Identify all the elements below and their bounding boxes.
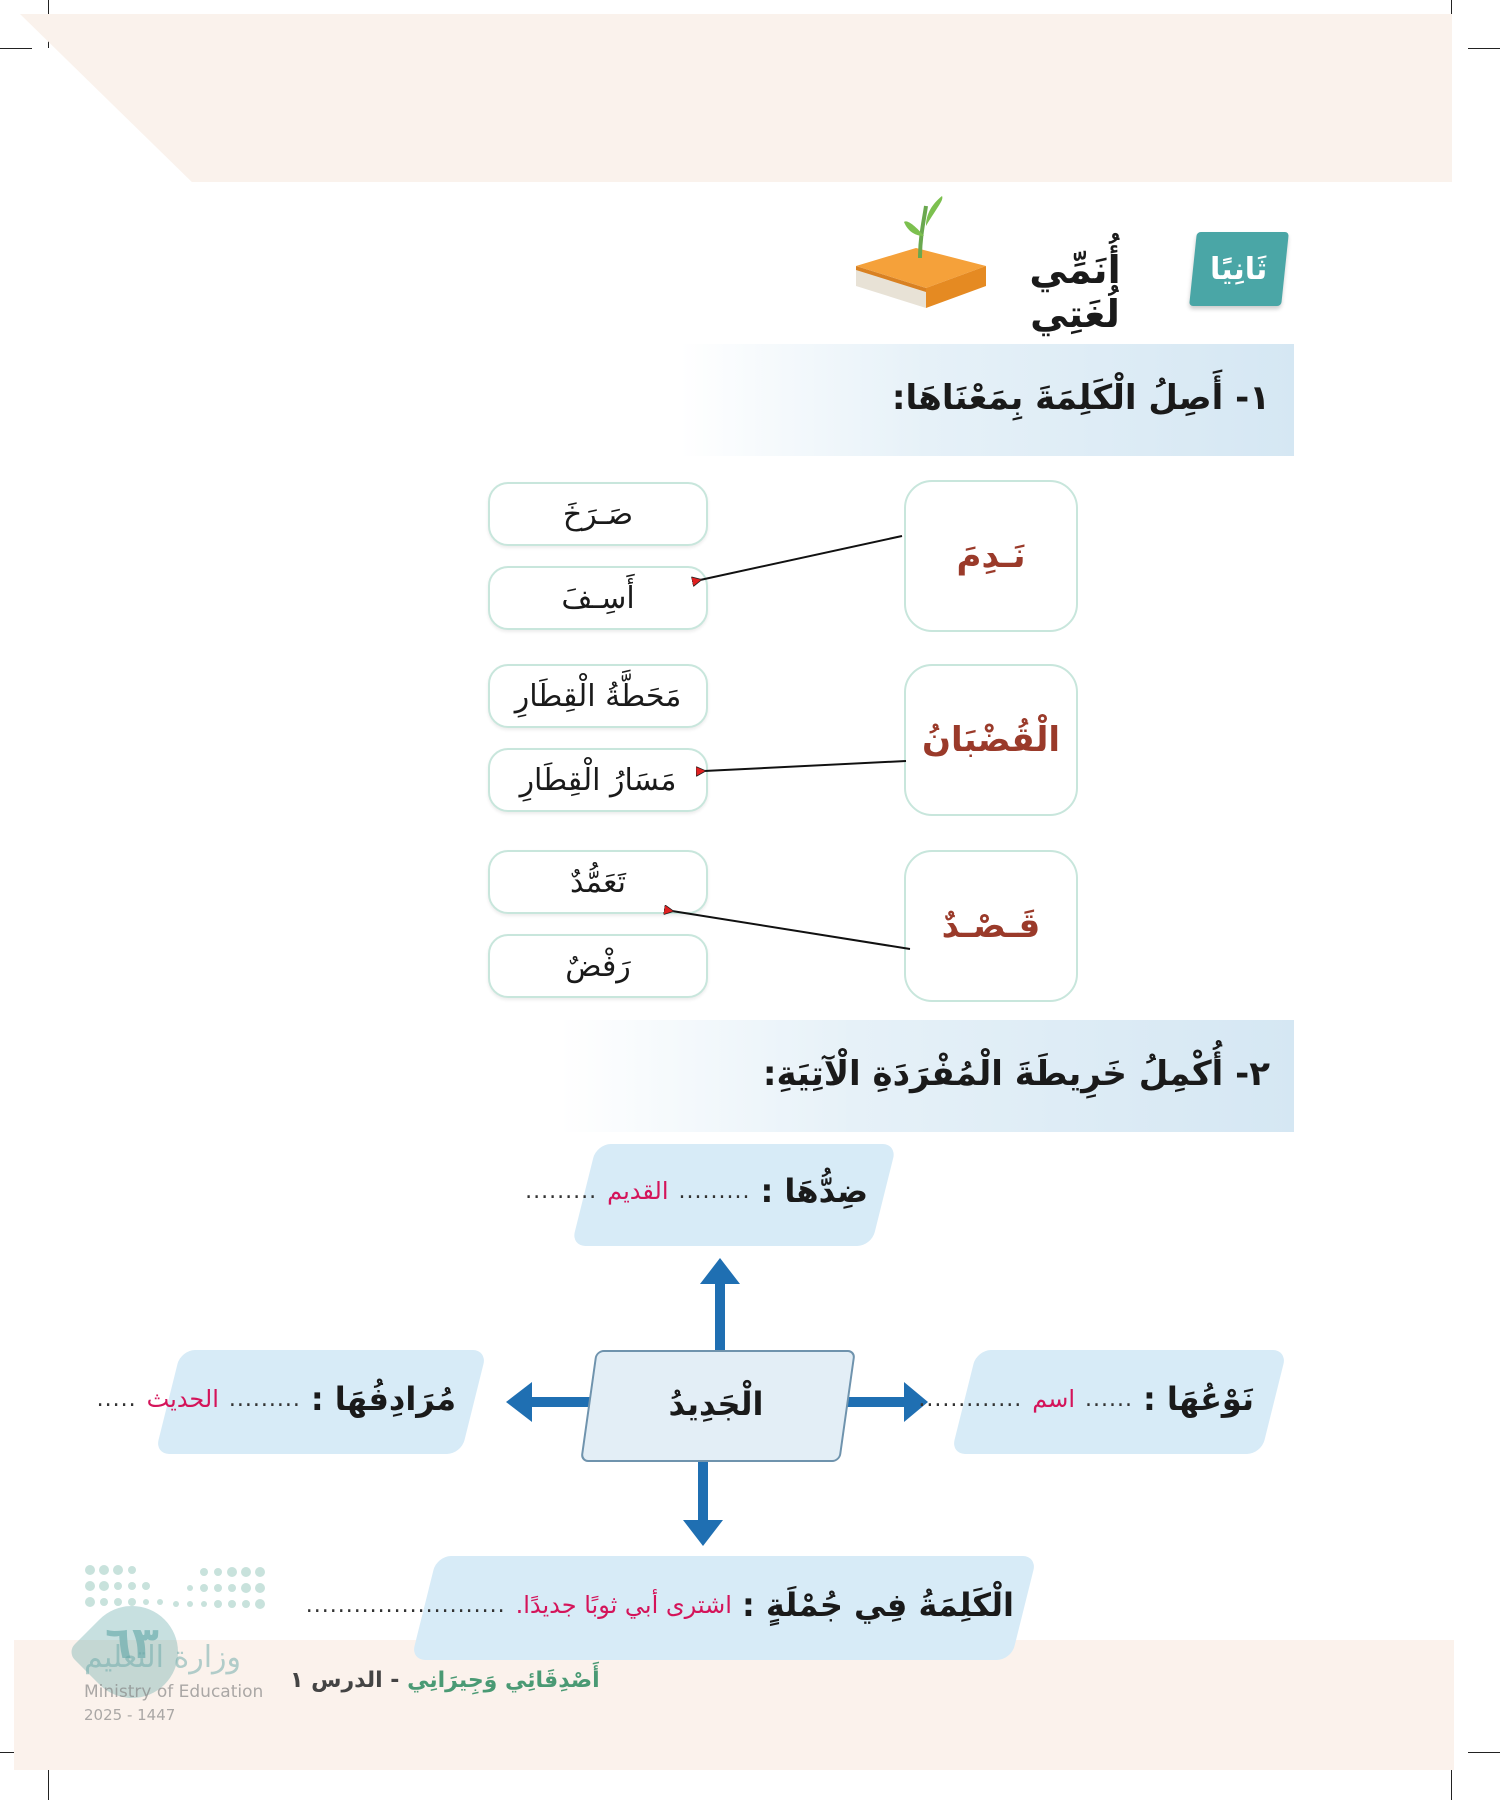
option-3a[interactable]: تَعَمُّدٌ	[488, 850, 708, 914]
main-word-3: قَـصْـدٌ	[904, 850, 1078, 1002]
opposite-answer[interactable]: القديم	[607, 1177, 669, 1205]
crop-mark	[1451, 1752, 1452, 1800]
match-arrow-2	[704, 760, 907, 771]
opposite-dots-2: .........	[525, 1178, 598, 1204]
footer-book-title: أَصْدِقَائِي وَجِيرَانِي	[407, 1668, 600, 1693]
sentence-label: الْكَلِمَةُ فِي جُمْلَةٍ :	[741, 1586, 1014, 1624]
option-1a[interactable]: صَـرَخَ	[488, 482, 708, 546]
synonym-content: مُرَادِفُهَا : ......... الحديث .....	[97, 1380, 456, 1418]
sentence-dots: .........................	[305, 1592, 506, 1618]
page-number: ٦٣	[105, 1618, 159, 1669]
main-word-1: نَـدِمَ	[904, 480, 1078, 632]
center-word: الْجَدِيدُ	[668, 1385, 764, 1423]
ministry-name-ar: وزارة التعليم	[84, 1640, 242, 1675]
section-title: أُنَمِّي لُغَتِي	[1029, 248, 1121, 336]
book-sprout-icon	[856, 196, 986, 308]
type-dots-2: .............	[918, 1386, 1023, 1412]
match-arrow-3	[672, 911, 911, 950]
opposite-content: ضِدُّهَا : ......... القديم .........	[525, 1172, 868, 1210]
match-arrow-1	[700, 535, 903, 580]
footer-band	[14, 1640, 1454, 1770]
sentence-answer[interactable]: اشترى أبي ثوبًا جديدًا.	[515, 1591, 732, 1619]
option-1b[interactable]: أَسِـفَ	[488, 566, 708, 630]
question-2-bar	[560, 1020, 1294, 1132]
crop-mark	[0, 48, 32, 49]
question-1-text: ١- أَصِلُ الْكَلِمَةَ بِمَعْنَاهَا:	[891, 378, 1270, 418]
synonym-answer[interactable]: الحديث	[146, 1385, 219, 1413]
crop-mark	[48, 1752, 49, 1800]
synonym-label: مُرَادِفُهَا :	[310, 1380, 456, 1418]
option-2b[interactable]: مَسَارُ الْقِطَارِ	[488, 748, 708, 812]
type-content: نَوْعُهَا : ...... اسم .............	[918, 1380, 1254, 1418]
footer-lesson: أَصْدِقَائِي وَجِيرَانِي - الدرس ١	[290, 1668, 600, 1693]
type-label: نَوْعُهَا :	[1142, 1380, 1254, 1418]
option-2a[interactable]: مَحَطَّةُ الْقِطَارِ	[488, 664, 708, 728]
ministry-name-en: Ministry of Education	[84, 1682, 264, 1702]
synonym-dots-2: .....	[96, 1386, 137, 1412]
opposite-dots: .........	[678, 1178, 751, 1204]
question-2-text: ٢- أُكْمِلُ خَرِيطَةَ الْمُفْرَدَةِ الْآ…	[762, 1054, 1270, 1094]
edition-year: 2025 - 1447	[84, 1706, 176, 1724]
type-dots: ......	[1085, 1386, 1133, 1412]
header-band	[20, 14, 1452, 182]
crop-mark	[1468, 1752, 1500, 1753]
footer-lesson-number: - الدرس ١	[290, 1668, 400, 1693]
question-1-bar	[680, 344, 1294, 456]
synonym-dots: .........	[228, 1386, 301, 1412]
ministry-logo-dots	[85, 1565, 265, 1609]
type-answer[interactable]: اسم	[1032, 1385, 1076, 1413]
opposite-label: ضِدُّهَا :	[760, 1172, 868, 1210]
main-word-2: الْقُضْبَانُ	[904, 664, 1078, 816]
option-3b[interactable]: رَفْضٌ	[488, 934, 708, 998]
sentence-content: الْكَلِمَةُ فِي جُمْلَةٍ : اشترى أبي ثوب…	[306, 1586, 1014, 1624]
crop-mark	[1468, 48, 1500, 49]
